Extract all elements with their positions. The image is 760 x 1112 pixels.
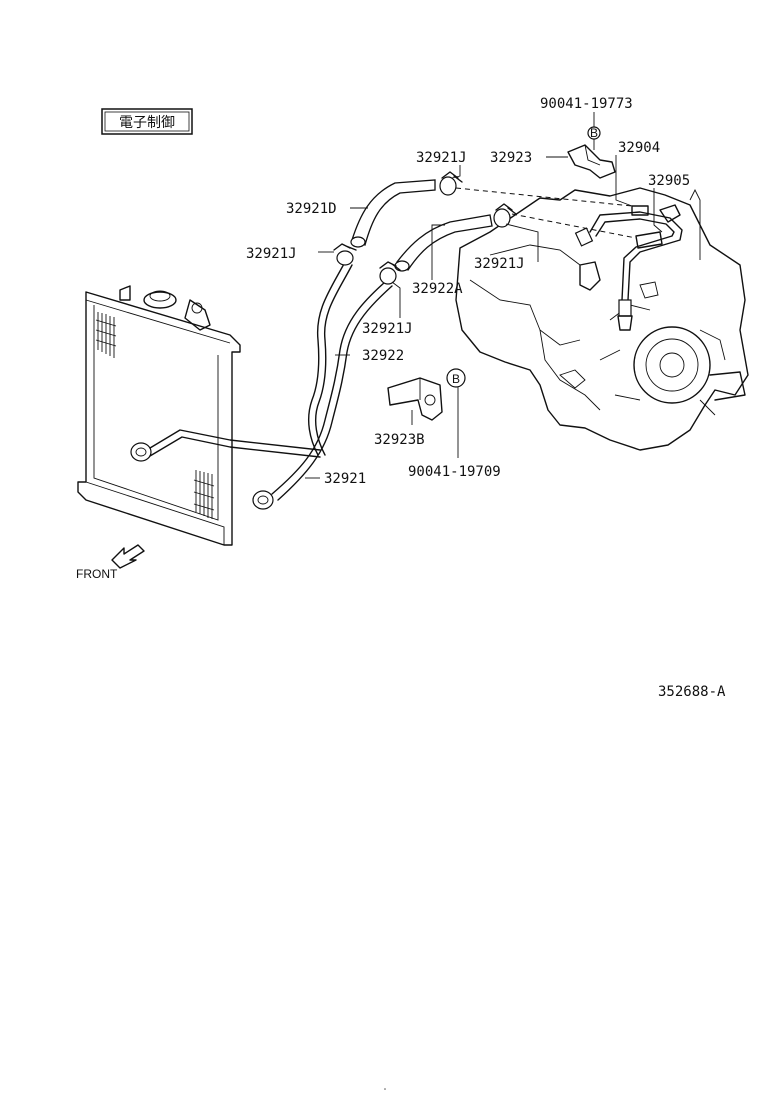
front-label: FRONT — [76, 567, 118, 581]
bracket-32923B — [387, 377, 443, 421]
label-32921J-left: 32921J — [246, 246, 297, 262]
clamp-mid — [379, 261, 401, 285]
label-32905: 32905 — [648, 173, 690, 189]
radiator-fins-top — [95, 312, 117, 358]
label-32923B: 32923B — [374, 432, 425, 448]
leader-lines — [305, 155, 663, 479]
clamp-right — [493, 203, 517, 228]
label-32922: 32922 — [362, 348, 404, 364]
radiator-line — [149, 429, 321, 458]
label-32921D: 32921D — [286, 201, 337, 217]
label-32921J-right: 32921J — [474, 256, 525, 272]
radiator-fins-bottom — [193, 470, 215, 519]
clamp-top — [439, 171, 463, 196]
svg-text:B: B — [590, 126, 598, 140]
label-32922A: 32922A — [412, 281, 463, 297]
svg-text:B: B — [452, 372, 460, 386]
title-box-text: 電子制御 — [119, 115, 175, 131]
label-32923: 32923 — [490, 150, 532, 166]
label-90041-19709: 90041-19709 — [408, 464, 501, 480]
tube-32922 — [308, 261, 353, 456]
scan-dot — [384, 1088, 386, 1090]
bracket-32923 — [567, 144, 616, 179]
label-32921: 32921 — [324, 471, 366, 487]
label-32904: 32904 — [618, 140, 660, 156]
transmission — [455, 187, 749, 451]
metal-pipes — [574, 204, 683, 331]
tube-32921 — [271, 281, 393, 501]
diagram-id: 352688-A — [658, 684, 726, 700]
marker-b-top: B — [587, 112, 601, 150]
label-90041-19773: 90041-19773 — [540, 96, 633, 112]
front-arrow: FRONT — [76, 544, 145, 581]
label-32921J-mid: 32921J — [362, 321, 413, 337]
radiator — [77, 285, 274, 546]
clamp-left — [333, 243, 357, 266]
label-32921J-top: 32921J — [416, 150, 467, 166]
hose-32921D — [350, 179, 436, 248]
marker-b-lower: B — [446, 368, 466, 388]
title-box: 電子制御 — [101, 108, 193, 135]
